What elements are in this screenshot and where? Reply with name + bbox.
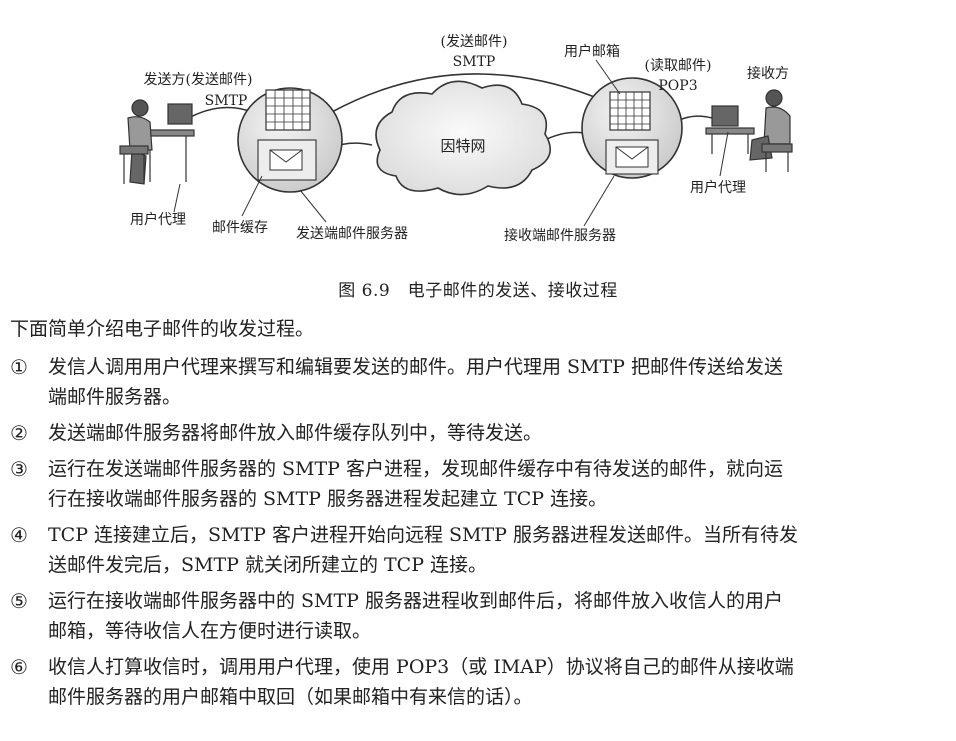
- sender-label: 发送方(发送邮件): [144, 72, 253, 88]
- receiver-server: [581, 77, 683, 179]
- user-agent-right-label: 用户代理: [690, 179, 746, 196]
- step-text: 运行在接收端邮件服务器中的 SMTP 服务器进程收到邮件后，将邮件放入收信人的用…: [48, 590, 784, 612]
- step-number: ⑥: [10, 655, 28, 679]
- step-text: 收信人打算收信时，调用用户代理，使用 POP3（或 IMAP）协议将自己的邮件从…: [48, 656, 794, 678]
- receiver-server-pointer: [583, 175, 615, 227]
- sender-proto-label: SMTP: [205, 93, 248, 109]
- step-2: ② 发送端邮件服务器将邮件放入邮件缓存队列中，等待发送。: [10, 418, 948, 448]
- user-agent-left-label: 用户代理: [130, 211, 186, 228]
- sender-mailbox-grid-icon: [265, 89, 311, 131]
- internet-label: 因特网: [440, 137, 485, 155]
- mailbox-pointer: [595, 59, 621, 95]
- mail-cache-envelope-icon: [257, 139, 317, 181]
- sender-user-icon: [119, 99, 195, 185]
- step-3: ③ 运行在发送端邮件服务器的 SMTP 客户进程，发现邮件缓存中有待发送的邮件，…: [10, 454, 948, 514]
- user-agent-left-pointer: [173, 183, 181, 213]
- step-number: ④: [10, 523, 28, 547]
- step-number: ②: [10, 421, 28, 445]
- steps-list: ① 发信人调用用户代理来撰写和编辑要发送的邮件。用户代理用 SMTP 把邮件传送…: [10, 352, 948, 718]
- receiver-mailbox-grid-icon: [609, 91, 651, 131]
- receiver-envelope-icon: [605, 139, 659, 175]
- step-text-continued: 行在接收端邮件服务器的 SMTP 服务器进程发起建立 TCP 连接。: [48, 488, 608, 510]
- step-text: 发送端邮件服务器将邮件放入邮件缓存队列中，等待发送。: [48, 422, 543, 444]
- receiver-label: 接收方: [747, 65, 789, 82]
- read-action-label: (读取邮件): [645, 57, 712, 74]
- step-text-continued: 邮箱，等待收信人在方便时进行读取。: [48, 620, 372, 642]
- intro-paragraph: 下面简单介绍电子邮件的收发过程。: [10, 318, 315, 340]
- sender-server-label: 发送端邮件服务器: [296, 226, 408, 242]
- top-action-label: (发送邮件): [441, 34, 508, 50]
- email-flow-diagram: 因特网: [119, 34, 793, 244]
- step-text: TCP 连接建立后，SMTP 客户进程开始向远程 SMTP 服务器进程发送邮件。…: [48, 524, 799, 546]
- step-text: 运行在发送端邮件服务器的 SMTP 客户进程，发现邮件缓存中有待发送的邮件，就向…: [48, 458, 784, 480]
- mailbox-label: 用户邮箱: [564, 43, 620, 60]
- step-text-continued: 送邮件发完后，SMTP 就关闭所建立的 TCP 连接。: [48, 554, 488, 576]
- receiver-user-icon: [705, 89, 793, 172]
- mail-cache-pointer: [241, 175, 263, 217]
- step-number: ①: [10, 355, 28, 379]
- internet-cloud: [375, 80, 552, 196]
- step-text: 发信人调用用户代理来撰写和编辑要发送的邮件。用户代理用 SMTP 把邮件传送给发…: [48, 356, 784, 378]
- figure-caption: 图 6.9 电子邮件的发送、接收过程: [338, 281, 618, 301]
- sender-server: [237, 87, 343, 193]
- step-1: ① 发信人调用用户代理来撰写和编辑要发送的邮件。用户代理用 SMTP 把邮件传送…: [10, 352, 948, 412]
- read-proto-label: POP3: [658, 78, 697, 94]
- step-number: ⑤: [10, 589, 28, 613]
- step-6: ⑥ 收信人打算收信时，调用用户代理，使用 POP3（或 IMAP）协议将自己的邮…: [10, 652, 948, 712]
- step-5: ⑤ 运行在接收端邮件服务器中的 SMTP 服务器进程收到邮件后，将邮件放入收信人…: [10, 586, 948, 646]
- top-proto-label: SMTP: [453, 54, 496, 70]
- mail-cache-label: 邮件缓存: [212, 220, 268, 236]
- step-text-continued: 邮件服务器的用户邮箱中取回（如果邮箱中有来信的话）。: [48, 686, 533, 708]
- step-number: ③: [10, 457, 28, 481]
- step-4: ④ TCP 连接建立后，SMTP 客户进程开始向远程 SMTP 服务器进程发送邮…: [10, 520, 948, 580]
- user-agent-right-pointer: [719, 131, 729, 177]
- receiver-server-label: 接收端邮件服务器: [504, 227, 616, 244]
- step-text-continued: 端邮件服务器。: [48, 386, 182, 408]
- sender-server-pointer: [299, 189, 327, 223]
- smtp-top-arc: [329, 73, 603, 114]
